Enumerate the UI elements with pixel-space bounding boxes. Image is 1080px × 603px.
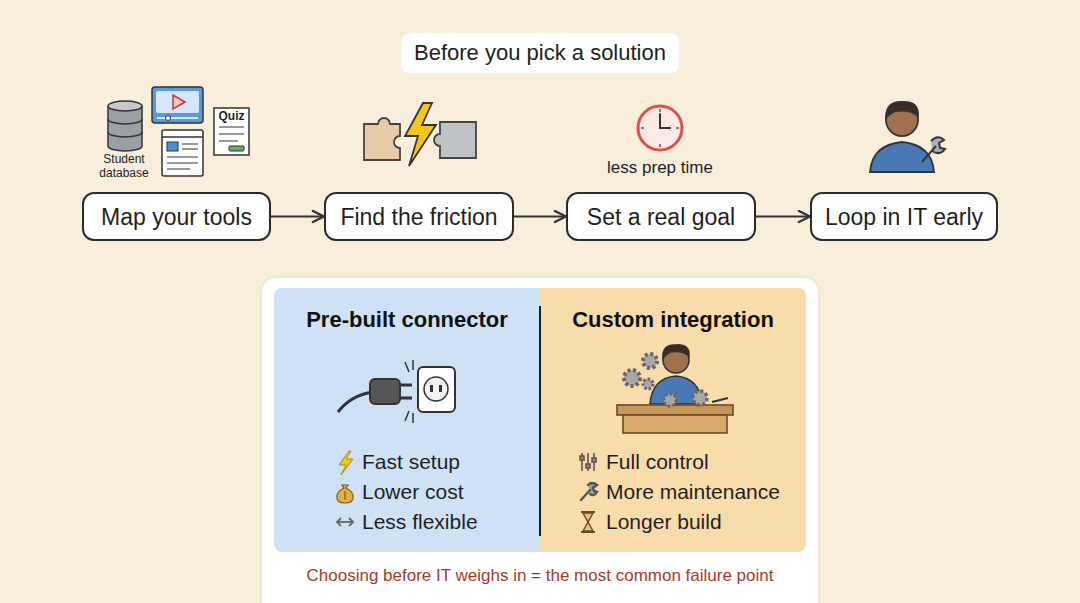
puzzle-icon: [405, 103, 436, 166]
it-person-icon: [870, 102, 945, 172]
quiz-sheet-icon: [219, 134, 244, 135]
title-pill: Before you pick a solution: [401, 33, 679, 73]
browser-icon: [162, 130, 203, 176]
comparison-card: Choosing before IT weighs in = the most …: [262, 278, 818, 603]
clock-icon: [659, 114, 661, 128]
quiz-sheet-icon: [229, 146, 244, 151]
clock-icon: [660, 127, 670, 129]
list-item: Lower cost: [362, 479, 464, 505]
process-box: Find the friction: [324, 192, 514, 241]
video-icon: [152, 87, 203, 123]
video-icon: [173, 95, 185, 109]
step-label: Loop in IT early: [825, 203, 983, 231]
flow-arrow: [514, 216, 566, 218]
clock-icon: [638, 106, 682, 150]
it-person-icon: [870, 142, 934, 172]
clock-icon: [641, 127, 644, 129]
puzzle-icon: [364, 103, 476, 166]
browser-icon: [182, 144, 198, 145]
step-label: Find the friction: [340, 203, 497, 231]
list-item: Fast setup: [362, 449, 460, 475]
browser-icon: [182, 149, 198, 150]
database-icon: [108, 101, 142, 151]
it-person-icon: [886, 104, 918, 136]
quiz-sheet-icon: [219, 141, 238, 142]
warning-note: Choosing before IT weighs in = the most …: [262, 565, 818, 587]
process-box: Loop in IT early: [810, 192, 998, 241]
step-label: Map your tools: [101, 203, 252, 231]
quiz-sheet-icon: [219, 127, 244, 128]
database-icon: [108, 101, 142, 111]
process-box: Map your tools: [82, 192, 271, 241]
database-icon: [108, 106, 142, 151]
flow-arrow: [271, 216, 324, 218]
process-box: Set a real goal: [566, 192, 756, 241]
puzzle-icon: [364, 118, 400, 160]
clock-icon: [659, 144, 661, 147]
video-icon: [156, 91, 199, 113]
list-item: Full control: [606, 449, 709, 475]
database-icon: [108, 119, 142, 124]
list-item: Less flexible: [362, 509, 478, 535]
database-icon: [108, 132, 142, 137]
flow-arrow: [756, 216, 810, 218]
browser-icon: [167, 163, 198, 164]
list-item: More maintenance: [606, 479, 780, 505]
browser-icon: [162, 130, 203, 176]
video-icon: [152, 87, 203, 123]
browser-icon: [167, 142, 178, 151]
clock-icon: [659, 109, 661, 112]
list-item: Longer build: [606, 509, 722, 535]
option-panel: Pre-built connectorFast setupLower costL…: [274, 288, 540, 552]
browser-icon: [167, 169, 190, 170]
it-person-icon: [886, 102, 918, 118]
puzzle-icon: [434, 122, 476, 158]
video-icon: [157, 117, 198, 119]
browser-icon: [167, 157, 198, 158]
icon-caption: Quiz: [212, 109, 251, 123]
icon-caption: Student database: [94, 152, 154, 180]
it-person-icon: [922, 137, 945, 162]
option-panel: Custom integrationFull controlMore maint…: [540, 288, 806, 552]
panel-heading: Custom integration: [540, 306, 806, 334]
video-icon: [166, 116, 171, 121]
goal-note: less prep time: [580, 157, 740, 179]
clock-icon: [638, 106, 682, 150]
step-label: Set a real goal: [587, 203, 735, 231]
browser-icon: [162, 136, 203, 138]
panel-heading: Pre-built connector: [274, 306, 540, 334]
clock-icon: [676, 127, 679, 129]
